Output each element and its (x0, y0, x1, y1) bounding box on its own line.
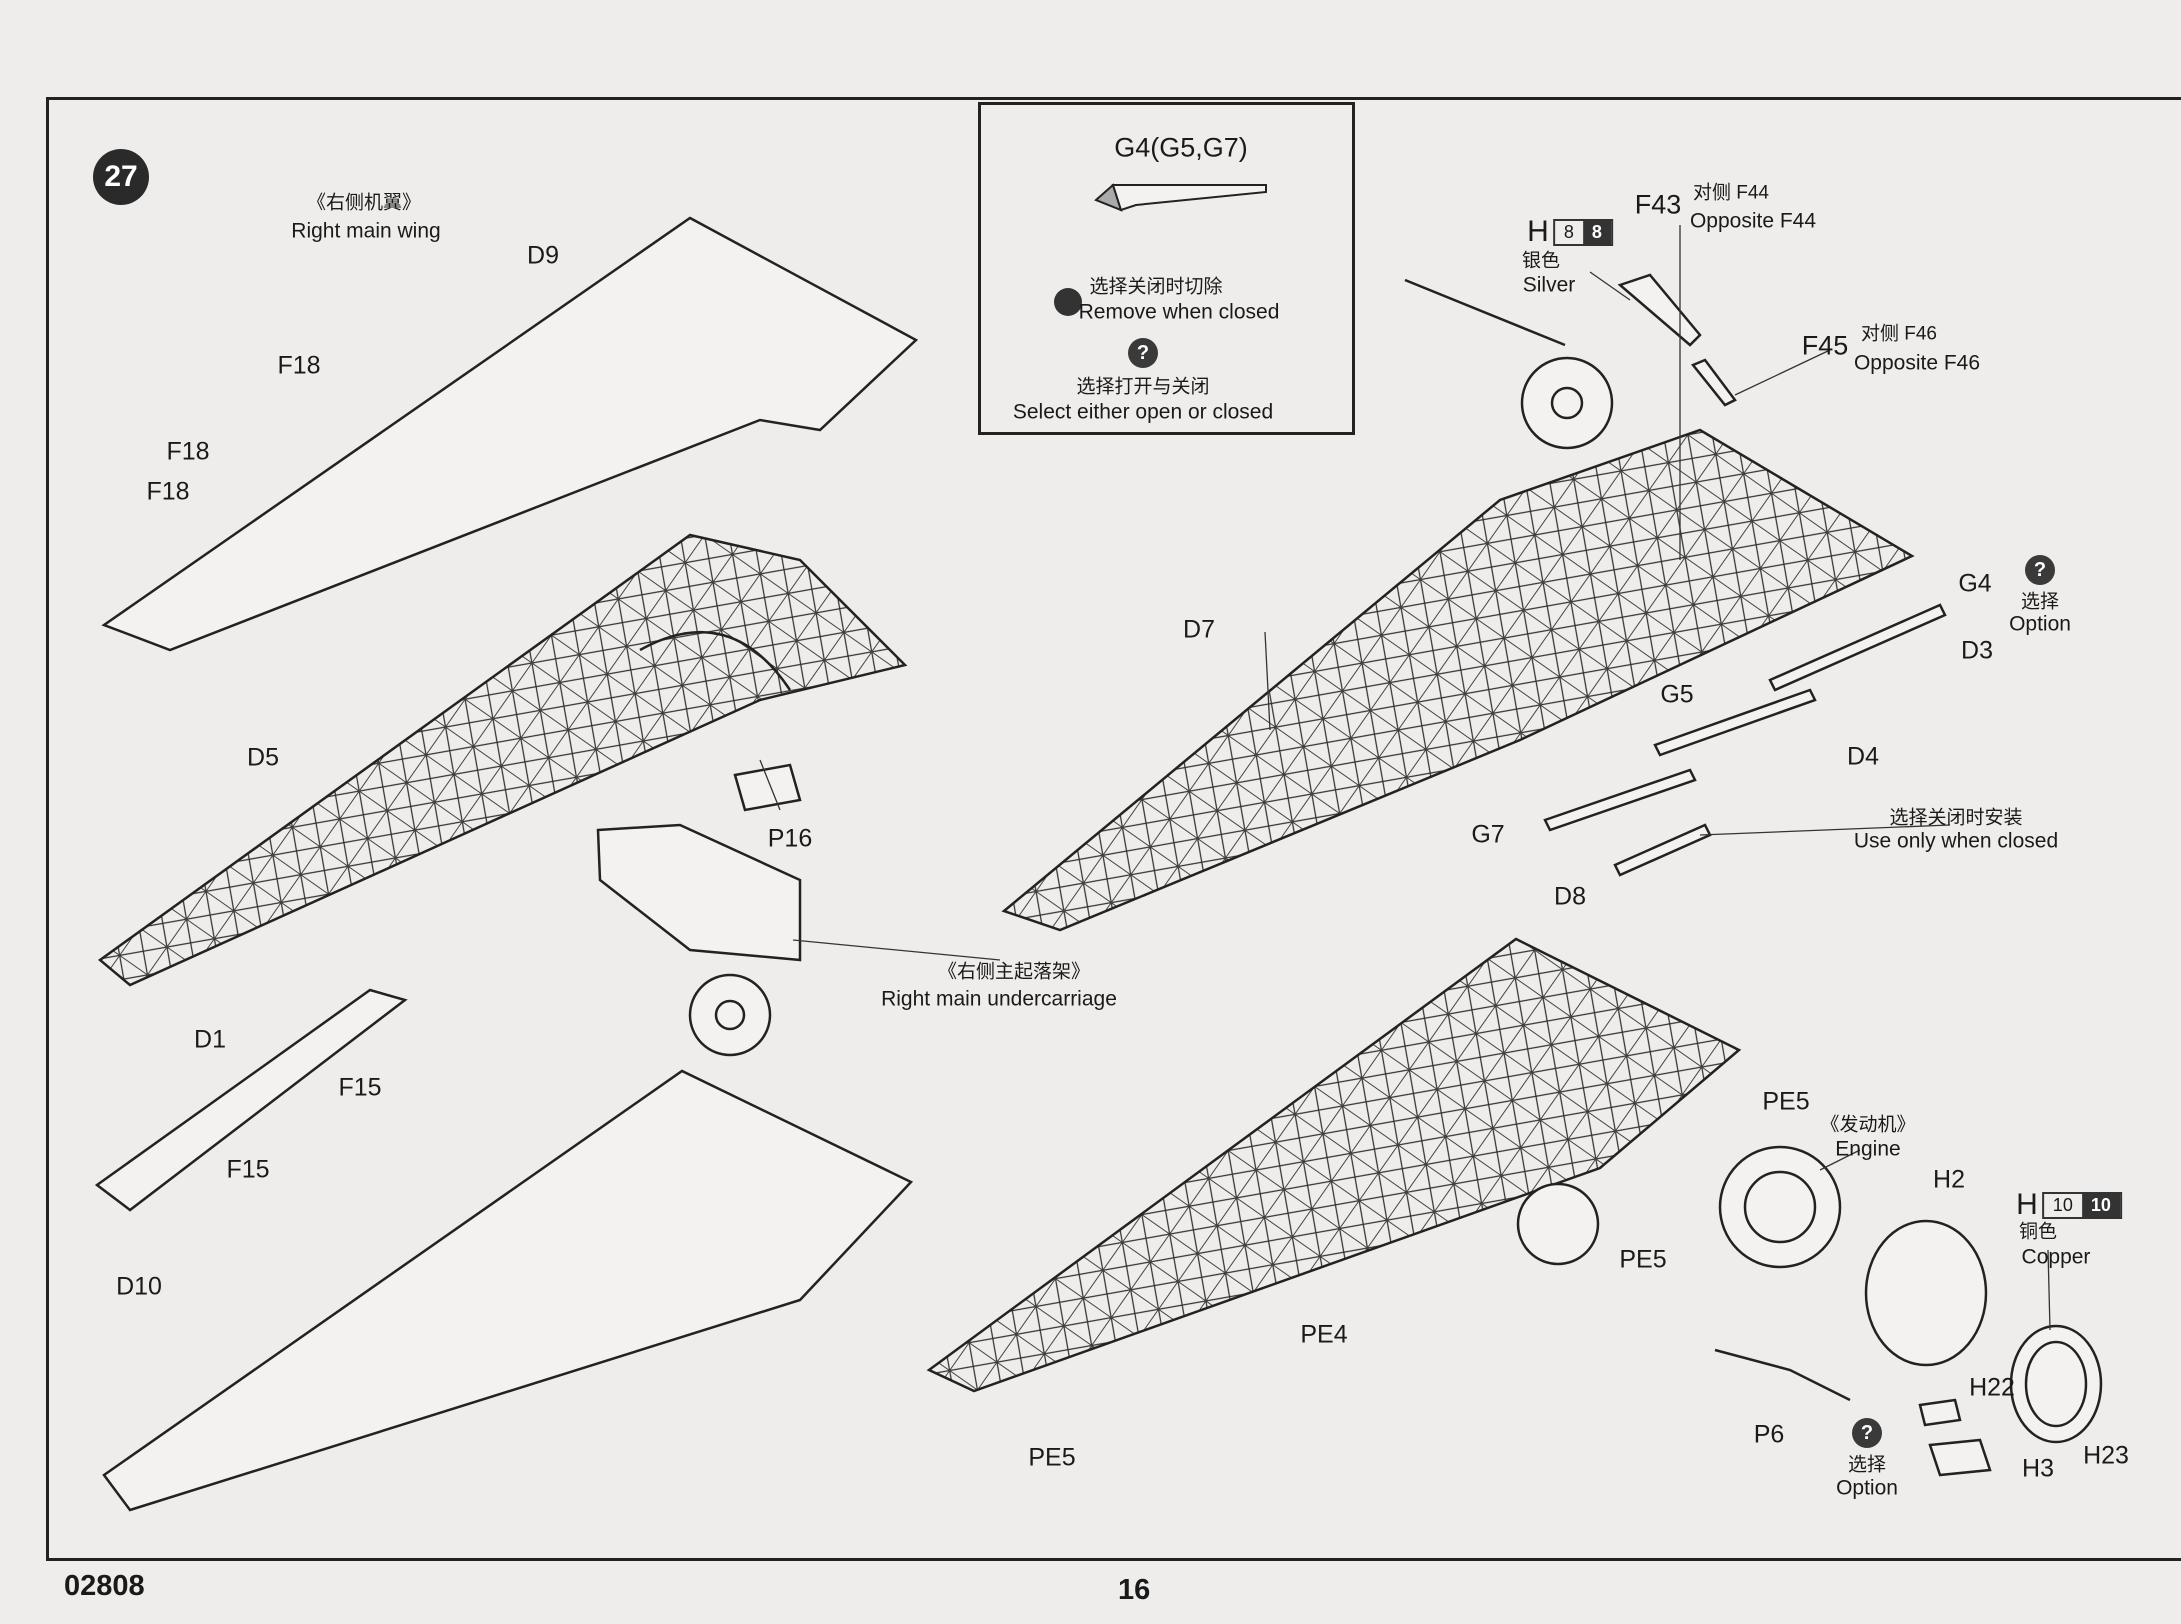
wing-right-upper (1001, 428, 1915, 932)
label-f15: F15 (338, 1073, 382, 1102)
label-h23: H23 (2083, 1441, 2129, 1470)
label-f43: F43 (1634, 189, 1682, 220)
label-pe5: PE5 (1619, 1245, 1667, 1274)
step-number-badge: 27 (93, 149, 149, 205)
copper-cn: 铜色 (2018, 1221, 2058, 1243)
use-closed-cn: 选择关闭时安装 (1889, 807, 2023, 829)
option-cn: 选择 (2020, 591, 2060, 613)
label-d4: D4 (1847, 742, 1879, 771)
wheel-lower (1516, 1182, 1600, 1266)
label-pe5: PE5 (1028, 1443, 1076, 1472)
remove-en: Remove when closed (1078, 300, 1280, 324)
option-cn: 选择 (1847, 1454, 1887, 1476)
wing-right-lower (926, 937, 1742, 1393)
paint-code-dark: 10 (2081, 1193, 2120, 1217)
label-h2: H2 (1933, 1165, 1965, 1194)
paint-code-dark: 8 (1582, 220, 1611, 244)
paint-copper-code: H 10 10 (2016, 1188, 2122, 1222)
engine-en: Engine (1835, 1137, 1901, 1161)
f45-opposite-cn: 对侧 F46 (1860, 323, 1938, 345)
part-f45 (1690, 358, 1737, 407)
engine-cn: 《发动机》 (1820, 1114, 1916, 1136)
page-number: 16 (1118, 1574, 1151, 1606)
label-d7: D7 (1183, 615, 1215, 644)
label-h3: H3 (2022, 1454, 2054, 1483)
label-p16: P16 (767, 824, 813, 853)
right-main-wing-en: Right main wing (291, 219, 441, 243)
undercarriage-en: Right main undercarriage (881, 987, 1117, 1011)
question-icon: ? (1128, 338, 1158, 368)
undercarriage-bay (596, 823, 802, 962)
cut-icon (1054, 288, 1082, 316)
option-en: Option (2009, 612, 2071, 636)
label-pe5: PE5 (1762, 1087, 1810, 1116)
part-p16 (733, 763, 802, 812)
silver-en: Silver (1522, 273, 1576, 297)
label-d1: D1 (194, 1025, 226, 1054)
label-f15: F15 (226, 1155, 270, 1184)
option-icon: ? (1852, 1418, 1882, 1448)
right-main-wing-cn: 《右侧机翼》 (306, 192, 422, 214)
part-p6 (1714, 1348, 1851, 1402)
label-f18: F18 (146, 477, 190, 506)
f43-opposite-en: Opposite F44 (1689, 209, 1817, 233)
paint-code: 8 (1563, 221, 1574, 242)
option-icon: ? (2025, 555, 2055, 585)
copper-en: Copper (2021, 1245, 2091, 1269)
paint-letter: H (2016, 1188, 2038, 1221)
label-d5: D5 (247, 743, 279, 772)
paint-letter: H (1527, 215, 1549, 248)
g4-part-icon (1094, 183, 1267, 212)
paint-code: 10 (2052, 1194, 2073, 1215)
label-h22: H22 (1969, 1373, 2015, 1402)
label-g7: G7 (1471, 820, 1505, 849)
undercarriage-cn: 《右侧主起落架》 (937, 961, 1091, 983)
flap-d1 (94, 988, 408, 1212)
label-f18: F18 (277, 351, 321, 380)
use-closed-en: Use only when closed (1853, 829, 2059, 853)
wing-lower-d10 (102, 1069, 914, 1512)
label-f18: F18 (166, 437, 210, 466)
remove-cn: 选择关闭时切除 (1089, 276, 1223, 298)
label-p6: P6 (1753, 1420, 1785, 1449)
label-d8: D8 (1554, 882, 1586, 911)
page-frame (46, 97, 2181, 1561)
inset-box: G4(G5,G7) 选择关闭时切除 Remove when closed ? 选… (978, 102, 1355, 435)
select-cn: 选择打开与关闭 (1076, 376, 1210, 398)
product-code: 02808 (64, 1570, 145, 1602)
cowl-h2 (1864, 1219, 1988, 1367)
part-h22 (1918, 1398, 1962, 1427)
part-h3 (1928, 1438, 1992, 1477)
label-d3: D3 (1961, 636, 1993, 665)
silver-cn: 银色 (1521, 250, 1561, 272)
label-g4: G4 (1958, 569, 1992, 598)
label-f45: F45 (1801, 330, 1849, 361)
wing-d5 (97, 533, 908, 987)
label-pe4: PE4 (1300, 1320, 1348, 1349)
label-d9: D9 (527, 241, 559, 270)
option-en: Option (1836, 1476, 1898, 1500)
f43-opposite-cn: 对侧 F44 (1692, 182, 1770, 204)
wing-underside-d9 (101, 216, 919, 652)
inset-title: G4(G5,G7) (1114, 132, 1248, 163)
select-en: Select either open or closed (1012, 400, 1274, 424)
f45-opposite-en: Opposite F46 (1853, 351, 1981, 375)
label-d10: D10 (116, 1272, 162, 1301)
label-g5: G5 (1660, 680, 1694, 709)
